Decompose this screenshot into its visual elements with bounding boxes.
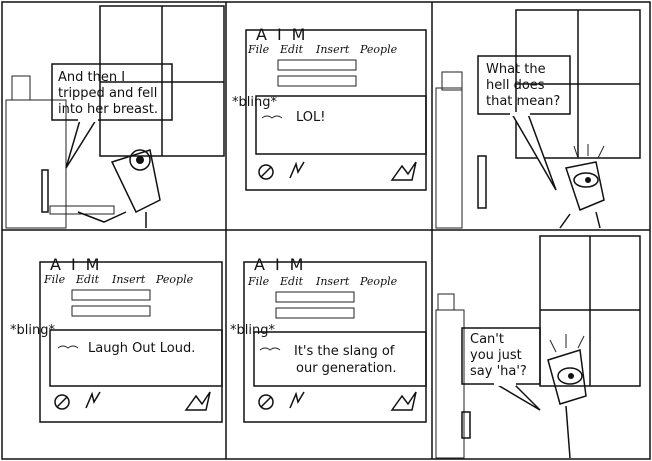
speech-line: into her breast. bbox=[58, 102, 158, 117]
book-panel-6 bbox=[437, 293, 455, 311]
speech-line: And then I bbox=[58, 70, 125, 85]
aim-message-box bbox=[253, 331, 427, 387]
menu-item-insert: Insert bbox=[111, 273, 146, 286]
menu-item-people: People bbox=[359, 275, 398, 288]
book-panel-1 bbox=[11, 75, 31, 101]
speech-line: Can't bbox=[470, 332, 504, 347]
aim-message: our generation. bbox=[296, 361, 397, 376]
window-panel-1 bbox=[99, 5, 225, 157]
character-panel-3 bbox=[559, 144, 605, 229]
window-panel-6 bbox=[539, 235, 641, 387]
menu-item-file: File bbox=[247, 43, 270, 56]
panel-2: AIM File Edit Insert People *bling* LOL! bbox=[232, 25, 427, 191]
buddy-icon bbox=[390, 391, 417, 411]
warn-icon bbox=[289, 391, 305, 409]
panel-5: AIM File Edit Insert People *bling* It's… bbox=[230, 255, 427, 423]
speech-line: tripped and fell bbox=[58, 86, 157, 101]
aim-field bbox=[71, 289, 151, 301]
menu-item-edit: Edit bbox=[75, 273, 100, 286]
speech-line: you just bbox=[470, 348, 522, 363]
aim-field bbox=[277, 75, 357, 87]
block-icon bbox=[258, 164, 274, 180]
character-panel-6 bbox=[547, 334, 587, 459]
screenname-scribble bbox=[259, 347, 281, 351]
aim-title: AIM bbox=[50, 255, 109, 274]
panel-1: And then I tripped and fell into her bre… bbox=[5, 5, 225, 229]
speech-bubble-panel-6: Can't you just say 'ha'? bbox=[461, 327, 541, 411]
aim-field bbox=[277, 59, 357, 71]
menu-item-file: File bbox=[247, 275, 270, 288]
menu-item-edit: Edit bbox=[279, 43, 304, 56]
bling-sound: *bling* bbox=[10, 323, 55, 338]
speech-line: What the bbox=[486, 62, 546, 77]
screenname-scribble bbox=[57, 345, 79, 349]
screenname-scribble bbox=[261, 115, 283, 119]
aim-message-box bbox=[49, 329, 223, 387]
buddy-icon bbox=[184, 391, 211, 411]
character-panel-1 bbox=[77, 149, 161, 228]
menu-item-file: File bbox=[43, 273, 66, 286]
monitor-panel-3 bbox=[477, 155, 487, 209]
aim-field bbox=[275, 291, 355, 303]
buddy-icon bbox=[390, 161, 417, 181]
book-panel-3 bbox=[441, 71, 463, 91]
monitor-panel-6 bbox=[461, 411, 471, 439]
desk-panel-1 bbox=[5, 99, 67, 229]
menu-item-people: People bbox=[155, 273, 194, 286]
panel-4: AIM File Edit Insert People *bling* Laug… bbox=[10, 255, 223, 423]
menu-item-edit: Edit bbox=[279, 275, 304, 288]
aim-field bbox=[71, 305, 151, 317]
speech-bubble-panel-3: What the hell does that mean? bbox=[477, 55, 571, 191]
aim-message: LOL! bbox=[296, 110, 325, 125]
panel-6: Can't you just say 'ha'? bbox=[435, 235, 641, 459]
aim-message-box bbox=[255, 95, 427, 155]
aim-message: It's the slang of bbox=[294, 344, 395, 359]
shelf-panel-6 bbox=[435, 309, 465, 459]
menu-item-people: People bbox=[359, 43, 398, 56]
panel-3: What the hell does that mean? bbox=[435, 9, 641, 229]
bling-sound: *bling* bbox=[232, 95, 277, 110]
speech-line: hell does bbox=[486, 78, 545, 93]
aim-field bbox=[275, 307, 355, 319]
menu-item-insert: Insert bbox=[315, 43, 350, 56]
bling-sound: *bling* bbox=[230, 323, 275, 338]
warn-icon bbox=[85, 391, 101, 409]
aim-title: AIM bbox=[256, 25, 315, 44]
aim-title: AIM bbox=[254, 255, 313, 274]
speech-line: that mean? bbox=[486, 94, 560, 109]
monitor-panel-1 bbox=[41, 169, 49, 213]
speech-line: say 'ha'? bbox=[470, 364, 527, 379]
block-icon bbox=[258, 394, 274, 410]
menu-item-insert: Insert bbox=[315, 275, 350, 288]
speech-bubble-panel-1: And then I tripped and fell into her bre… bbox=[51, 63, 173, 169]
shelf-panel-3 bbox=[435, 87, 463, 229]
warn-icon bbox=[289, 161, 305, 179]
block-icon bbox=[54, 394, 70, 410]
aim-message: Laugh Out Loud. bbox=[88, 341, 195, 356]
